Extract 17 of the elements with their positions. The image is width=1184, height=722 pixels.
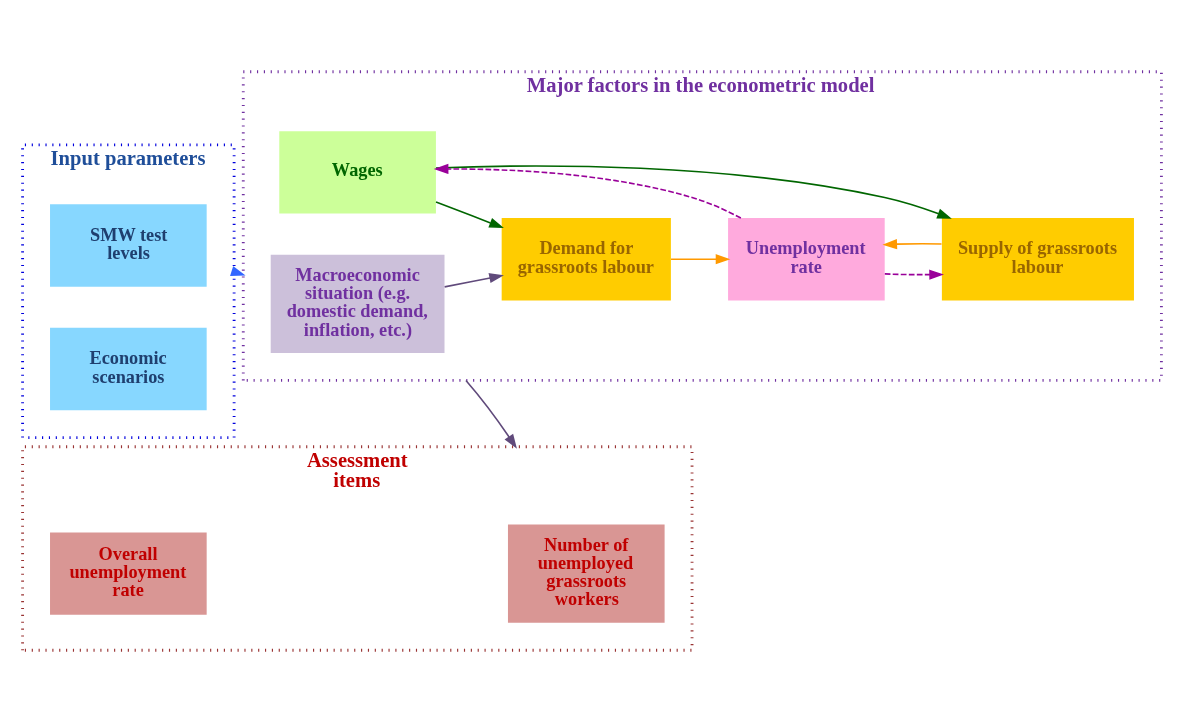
node-box: Economic scenarios [50,327,207,411]
arrow [884,269,944,280]
arrow [670,254,731,265]
node-box: Overall unemployment rate [50,532,207,615]
arrow [435,201,504,229]
arrow [435,165,952,219]
arrow [882,239,943,250]
node-box: Number of unemployed grassroots workers [507,524,665,623]
node-box: Demand for grassroots labour [501,218,671,301]
arrow [433,163,742,219]
node-box: Supply of grassroots labour [941,218,1134,301]
arrow [465,379,517,449]
node-box: Wages [279,131,436,214]
node-box: Macroeconomic situation (e.g. domestic demand, inflation, etc.) [270,254,445,353]
node-box: SMW test levels [50,204,207,287]
node-box: Unemployment rate [728,218,885,301]
arrow [443,273,504,288]
